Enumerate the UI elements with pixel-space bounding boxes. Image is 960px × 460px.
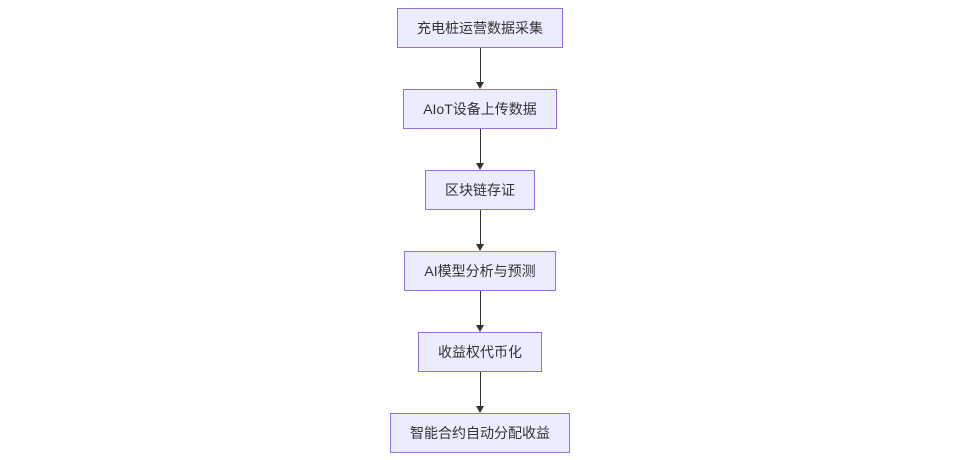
node-label: 智能合约自动分配收益 <box>410 425 550 441</box>
edge-line <box>479 291 481 326</box>
edge-arrow-1 <box>476 48 484 89</box>
node-blockchain-storage: 区块链存证 <box>425 170 535 210</box>
node-label: 充电桩运营数据采集 <box>417 20 543 36</box>
arrowhead-down-icon <box>476 406 484 413</box>
edge-line <box>479 210 481 245</box>
node-label: 区块链存证 <box>445 182 515 198</box>
edge-arrow-2 <box>476 129 484 170</box>
arrowhead-down-icon <box>476 163 484 170</box>
node-ai-analysis: AI模型分析与预测 <box>404 251 556 291</box>
edge-arrow-5 <box>476 372 484 413</box>
arrowhead-down-icon <box>476 82 484 89</box>
edge-arrow-3 <box>476 210 484 251</box>
arrowhead-down-icon <box>476 244 484 251</box>
node-aiot-upload: AIoT设备上传数据 <box>403 89 557 129</box>
node-smart-contract-distribution: 智能合约自动分配收益 <box>390 413 570 453</box>
arrowhead-down-icon <box>476 325 484 332</box>
node-label: AI模型分析与预测 <box>424 263 536 279</box>
edge-line <box>479 372 481 407</box>
edge-line <box>479 48 481 83</box>
edge-arrow-4 <box>476 291 484 332</box>
node-label: AIoT设备上传数据 <box>423 101 537 117</box>
node-revenue-tokenization: 收益权代币化 <box>418 332 542 372</box>
edge-line <box>479 129 481 164</box>
node-label: 收益权代币化 <box>438 344 522 360</box>
node-charging-data-collection: 充电桩运营数据采集 <box>397 8 563 48</box>
